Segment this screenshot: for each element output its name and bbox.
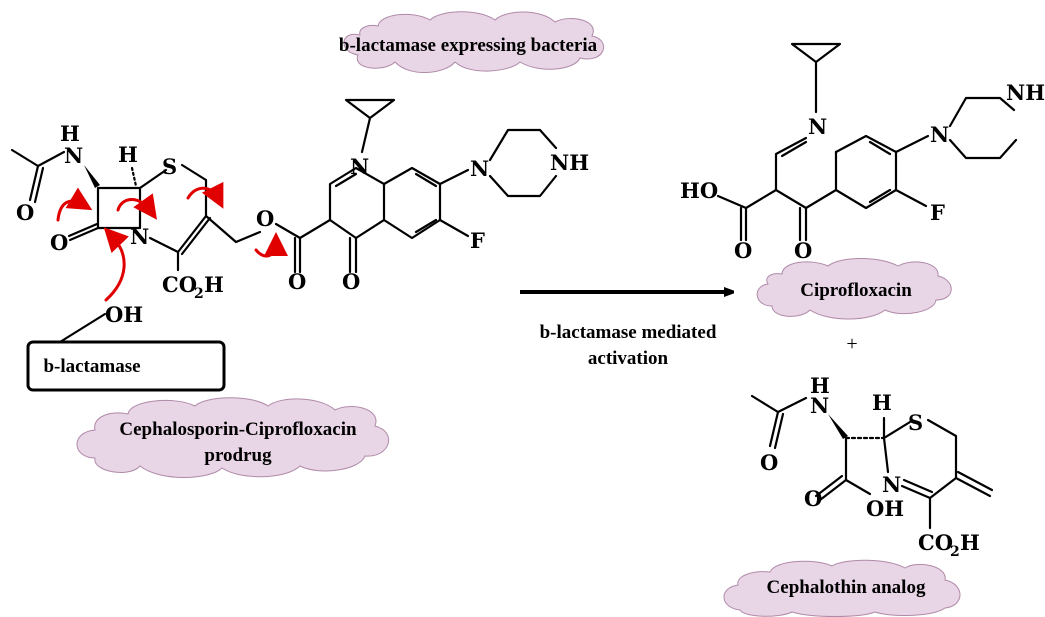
ciprofloxacin-structure: N O O HO F N NH	[680, 42, 1045, 263]
cephalothin-analog-structure: O H N O OH H S N CO 2 H	[750, 373, 994, 560]
svg-text:F: F	[470, 228, 485, 253]
svg-text:OH: OH	[866, 496, 904, 521]
svg-text:O: O	[288, 269, 306, 294]
svg-text:O: O	[804, 486, 822, 511]
svg-text:O: O	[760, 450, 778, 475]
svg-text:N: N	[130, 224, 149, 249]
svg-text:H: H	[960, 530, 980, 555]
svg-text:O: O	[50, 230, 68, 255]
prodrug-cloud: Cephalosporin-Ciprofloxacin prodrug	[76, 397, 390, 478]
svg-text:S: S	[162, 154, 177, 179]
svg-text:H: H	[810, 373, 830, 398]
product1-label: Ciprofloxacin	[800, 280, 912, 301]
bacteria-cloud-label: b-lactamase expressing bacteria	[339, 35, 598, 56]
svg-text:N: N	[808, 114, 827, 139]
product2-label: Cephalothin analog	[767, 577, 926, 598]
svg-text:O: O	[16, 200, 34, 225]
bacteria-cloud: b-lactamase expressing bacteria	[339, 11, 604, 74]
enzyme-hydroxyl: OH	[105, 302, 143, 327]
svg-text:N: N	[882, 472, 901, 497]
reaction-label-line1: b-lactamase mediated	[540, 322, 717, 343]
svg-text:S: S	[908, 410, 923, 435]
svg-text:N: N	[930, 122, 949, 147]
svg-text:H: H	[118, 142, 138, 167]
svg-text:NH: NH	[550, 150, 589, 175]
ciprofloxacin-cloud: Ciprofloxacin	[756, 258, 952, 320]
svg-text:O: O	[794, 238, 812, 263]
reaction-arrow: b-lactamase mediated activation	[520, 292, 730, 369]
prodrug-structure: O H N O H N S CO 2 H O O O N	[10, 98, 589, 302]
svg-text:N: N	[470, 156, 489, 181]
svg-text:F: F	[930, 200, 945, 225]
prodrug-label-line1: Cephalosporin-Ciprofloxacin	[119, 419, 357, 440]
svg-text:H: H	[872, 390, 892, 415]
cephalothin-cloud: Cephalothin analog	[723, 559, 961, 617]
svg-text:O: O	[256, 206, 274, 231]
svg-text:CO: CO	[918, 530, 953, 555]
reaction-label-line2: activation	[588, 348, 669, 369]
prodrug-label-line2: prodrug	[204, 445, 272, 466]
svg-text:H: H	[60, 121, 80, 146]
svg-text:2: 2	[950, 544, 960, 560]
svg-text:N: N	[810, 393, 829, 418]
svg-text:O: O	[734, 238, 752, 263]
plus-sign: +	[846, 333, 857, 355]
enzyme-box-label: b-lactamase	[43, 356, 140, 377]
svg-text:N: N	[64, 143, 83, 168]
svg-text:CO: CO	[162, 272, 197, 297]
svg-text:H: H	[204, 272, 224, 297]
svg-text:N: N	[350, 154, 369, 179]
svg-text:HO: HO	[680, 178, 718, 203]
svg-text:2: 2	[194, 286, 204, 302]
svg-text:NH: NH	[1006, 80, 1045, 105]
enzyme-box: b-lactamase OH	[26, 302, 226, 392]
svg-text:O: O	[342, 269, 360, 294]
